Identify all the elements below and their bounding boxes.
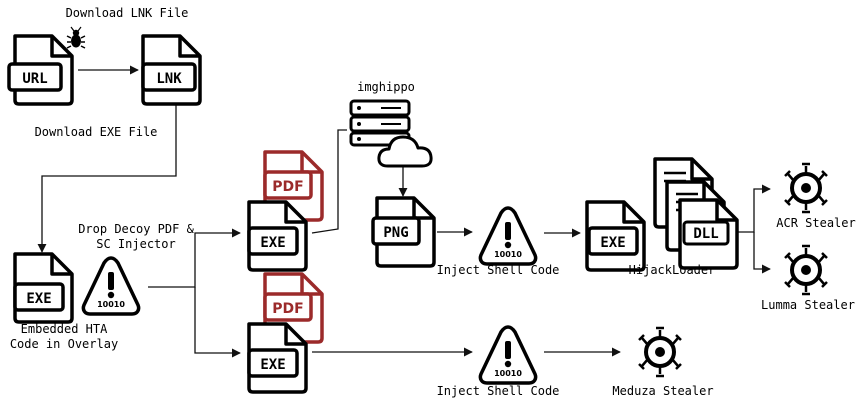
- png-file-text: PNG: [383, 225, 408, 241]
- label-embedded-line2: Code in Overlay: [10, 337, 118, 351]
- warning-inject-2-text: 10010: [494, 369, 522, 378]
- edge-warning-to-exe-bottom: [194, 287, 241, 358]
- server-icon: [349, 99, 411, 147]
- cloud-icon: [377, 135, 433, 168]
- dll-file-icon: DLL: [678, 198, 739, 270]
- url-file-icon: URL: [7, 34, 74, 106]
- pdf-file-top-icon: PDF: [263, 150, 324, 222]
- png-file-icon: PNG: [371, 196, 436, 268]
- exe-file-main-text: EXE: [26, 291, 51, 307]
- edge-dll-to-acr: [738, 184, 771, 233]
- labels: Download LNK File Download EXE File imgh…: [10, 6, 856, 398]
- exe-file-bottom-icon: EXE: [247, 322, 308, 394]
- label-hijackloader: HijackLoader: [629, 263, 716, 277]
- lnk-file-icon: LNK: [141, 34, 202, 106]
- label-drop-decoy-line1: Drop Decoy PDF &: [78, 222, 194, 236]
- label-imghippo: imghippo: [357, 80, 415, 94]
- exe-file-top-icon: EXE: [247, 200, 308, 272]
- bug-icon: [66, 26, 86, 49]
- warning-inject-2-icon: 10010: [478, 325, 538, 385]
- label-acr-stealer: ACR Stealer: [776, 216, 855, 230]
- label-download-lnk: Download LNK File: [66, 6, 189, 20]
- label-drop-decoy-line2: SC Injector: [96, 237, 175, 251]
- dll-file-text: DLL: [693, 226, 718, 242]
- edge-dll-to-lumma: [753, 232, 771, 274]
- label-embedded-line1: Embedded HTA: [21, 322, 108, 336]
- warning-inject-1-text: 10010: [494, 250, 522, 259]
- virus-icon: [638, 326, 682, 378]
- label-lumma-stealer: Lumma Stealer: [761, 298, 855, 312]
- edge-exe-to-imghippo: [311, 129, 347, 234]
- warning-inject-1-icon: 10010: [478, 206, 538, 266]
- label-download-exe: Download EXE File: [35, 125, 158, 139]
- edge-lnk-to-exe: [37, 104, 177, 253]
- exe-file-right-text: EXE: [600, 235, 625, 251]
- exe-file-bottom-text: EXE: [260, 357, 285, 373]
- exe-file-main-icon: EXE: [13, 252, 74, 324]
- pdf-file-top-text: PDF: [272, 179, 303, 195]
- virus-icon: [784, 162, 828, 214]
- pdf-file-bottom-text: PDF: [272, 301, 303, 317]
- label-inject-shell-code-1: Inject Shell Code: [437, 263, 560, 277]
- lnk-file-text: LNK: [156, 71, 182, 87]
- warning-main-icon: 10010: [81, 256, 141, 316]
- exe-file-top-text: EXE: [260, 235, 285, 251]
- warning-main-text: 10010: [97, 300, 125, 309]
- label-meduza-stealer: Meduza Stealer: [612, 384, 713, 398]
- label-inject-shell-code-2: Inject Shell Code: [437, 384, 560, 398]
- virus-icon: [784, 244, 828, 296]
- exe-file-right-icon: EXE: [585, 200, 646, 272]
- url-file-text: URL: [22, 71, 47, 87]
- connectors: [37, 65, 771, 358]
- edge-warning-to-exe-top: [148, 228, 241, 288]
